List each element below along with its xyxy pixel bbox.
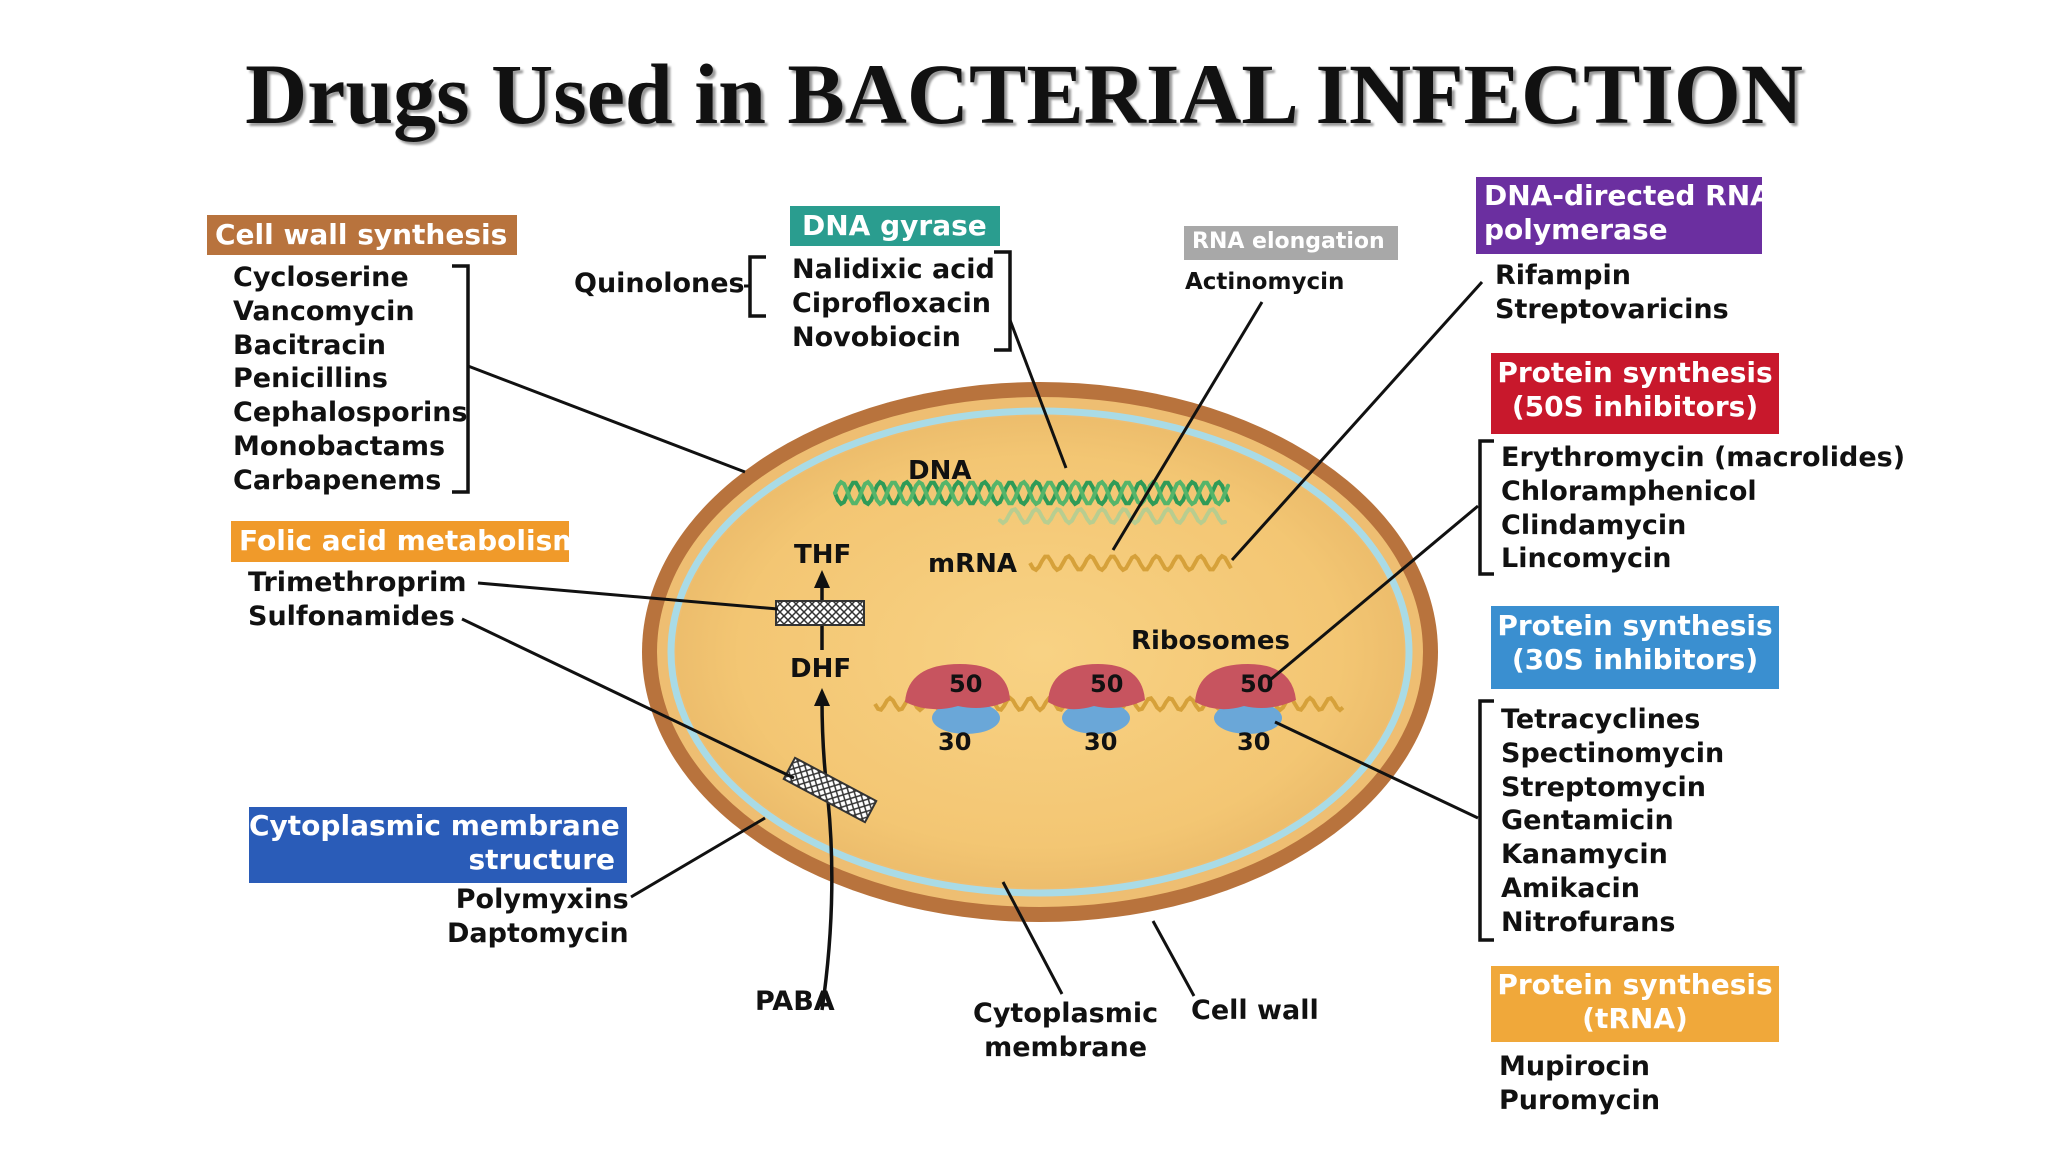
- header-rna-elongation: RNA elongation: [1184, 226, 1398, 260]
- drug-item: Cycloserine: [233, 262, 409, 293]
- dna-label: DNA: [908, 456, 972, 486]
- header-cell-wall-synthesis: Cell wall synthesis: [207, 215, 517, 255]
- drug-item: Vancomycin: [233, 295, 415, 327]
- drug-item: Daptomycin: [447, 917, 629, 949]
- ribosome-3-large-subunit: 50: [1240, 670, 1274, 698]
- ribosome-2: [1048, 664, 1145, 734]
- cytoplasm-shape: [676, 416, 1404, 888]
- mrna-label: mRNA: [928, 549, 1017, 579]
- drug-item: Mupirocin: [1499, 1051, 1651, 1082]
- rna-polymerase-drug-list: Rifampin Streptovaricins: [1495, 259, 1729, 327]
- page-title: Drugs Used in BACTERIAL INFECTION: [245, 46, 1803, 142]
- rna-elongation-drug-list: Actinomycin: [1185, 266, 1344, 300]
- drug-item: Clindamycin: [1501, 509, 1687, 541]
- arrow-head-dhf: [814, 688, 830, 706]
- drug-item: Cephalosporins: [233, 397, 468, 429]
- sulfonamide-block: [782, 756, 878, 824]
- protein-30s-drug-list: Tetracyclines Spectinomycin Streptomycin…: [1501, 703, 1724, 940]
- header-folic-acid-label: Folic acid metabolism: [239, 524, 582, 557]
- membrane-drug-list: Polymyxins Daptomycin: [447, 883, 629, 951]
- drug-item: Nitrofurans: [1501, 906, 1676, 938]
- header-30s-line2: (30S inhibitors): [1511, 643, 1759, 676]
- ribosomes-label: Ribosomes: [1131, 626, 1290, 656]
- trimethoprim-block: [775, 600, 865, 626]
- ribosome-3: [1195, 664, 1296, 734]
- header-folic-acid-metabolism: Folic acid metabolism: [231, 521, 581, 562]
- header-dna-gyrase: DNA gyrase: [790, 206, 1000, 246]
- cell-wall-drug-list: Cycloserine Vancomycin Bacitracin Penici…: [233, 261, 468, 498]
- arrow-head-thf: [814, 570, 830, 588]
- header-trna-line2: (tRNA): [1582, 1002, 1688, 1035]
- header-membrane-line2: structure: [468, 843, 615, 876]
- drug-item: Carbapenems: [233, 464, 442, 496]
- drug-item: Streptovaricins: [1495, 293, 1729, 325]
- cell-wall-label: Cell wall: [1191, 995, 1319, 1026]
- paba-label: PABA: [755, 986, 835, 1017]
- thf-label: THF: [794, 540, 852, 570]
- cytoplasmic-membrane-label-line2: membrane: [984, 1032, 1148, 1063]
- header-50s-line1: Protein synthesis: [1497, 356, 1773, 389]
- drug-item: Puromycin: [1499, 1084, 1661, 1116]
- ribosome-1: [905, 664, 1010, 734]
- ribosome-2-small-subunit: 30: [1084, 728, 1118, 756]
- header-rna-polymerase-line2: polymerase: [1484, 213, 1668, 246]
- dna-helix: [833, 479, 1230, 526]
- header-dna-directed-rna-polymerase: DNA-directed RNA polymerase: [1476, 177, 1772, 254]
- cytoplasmic-membrane-label: Cytoplasmic membrane: [973, 997, 1158, 1065]
- cytoplasmic-membrane-label-line1: Cytoplasmic: [973, 998, 1159, 1029]
- protein-50s-drug-list: Erythromycin (macrolides) Chloramphenico…: [1501, 441, 1905, 576]
- folic-acid-drug-list: Trimethroprim Sulfonamides: [248, 566, 467, 634]
- ribosome-3-small-subunit: 30: [1237, 728, 1271, 756]
- trna-drug-list: Mupirocin Puromycin: [1499, 1050, 1660, 1118]
- ribosome-1-large-subunit: 50: [949, 670, 983, 698]
- drug-item: Novobiocin: [792, 321, 961, 353]
- header-dna-gyrase-label: DNA gyrase: [802, 209, 987, 242]
- header-cell-wall-synthesis-label: Cell wall synthesis: [215, 218, 508, 251]
- drug-item: Ciprofloxacin: [792, 287, 991, 319]
- dna-gyrase-drug-list: Nalidixic acid Ciprofloxacin Novobiocin: [792, 253, 995, 354]
- header-rna-polymerase-line1: DNA-directed RNA: [1484, 179, 1772, 212]
- drug-item: Rifampin: [1495, 260, 1631, 291]
- header-protein-synthesis-trna: Protein synthesis (tRNA): [1491, 966, 1779, 1042]
- dhf-label: DHF: [790, 654, 852, 684]
- connector-lines: [461, 280, 1484, 997]
- drug-item: Nalidixic acid: [792, 254, 995, 285]
- drug-item: Gentamicin: [1501, 805, 1674, 837]
- drug-item: Spectinomycin: [1501, 737, 1725, 769]
- drug-item: Chloramphenicol: [1501, 475, 1757, 507]
- drug-item: Erythromycin (macrolides): [1501, 442, 1906, 473]
- header-protein-synthesis-30s: Protein synthesis (30S inhibitors): [1491, 606, 1779, 689]
- drug-item: Actinomycin: [1185, 269, 1345, 295]
- drug-item: Polymyxins: [455, 884, 629, 915]
- drug-item: Monobactams: [233, 430, 446, 462]
- drug-item: Penicillins: [233, 363, 388, 395]
- quinolones-label: Quinolones: [574, 268, 745, 299]
- header-trna-line1: Protein synthesis: [1497, 968, 1773, 1001]
- cytoplasmic-membrane-shape: [667, 407, 1413, 897]
- header-50s-line2: (50S inhibitors): [1511, 390, 1759, 423]
- header-30s-line1: Protein synthesis: [1497, 609, 1773, 642]
- drug-item: Tetracyclines: [1501, 704, 1701, 735]
- drug-item: Sulfonamides: [248, 600, 455, 632]
- drug-item: Bacitracin: [233, 329, 386, 361]
- header-protein-synthesis-50s: Protein synthesis (50S inhibitors): [1491, 353, 1779, 434]
- drug-item: Lincomycin: [1501, 543, 1672, 575]
- drug-item: Trimethroprim: [248, 567, 467, 598]
- ribosome-1-small-subunit: 30: [938, 728, 972, 756]
- drug-item: Kanamycin: [1501, 839, 1668, 871]
- header-rna-elongation-label: RNA elongation: [1192, 229, 1385, 254]
- header-cytoplasmic-membrane-structure: Cytoplasmic membrane structure: [249, 807, 627, 883]
- header-membrane-line1: Cytoplasmic membrane: [249, 809, 620, 842]
- drug-item: Streptomycin: [1501, 771, 1706, 803]
- ribosome-2-large-subunit: 50: [1090, 670, 1124, 698]
- mrna-strand: [1028, 553, 1233, 573]
- drug-item: Amikacin: [1501, 872, 1640, 904]
